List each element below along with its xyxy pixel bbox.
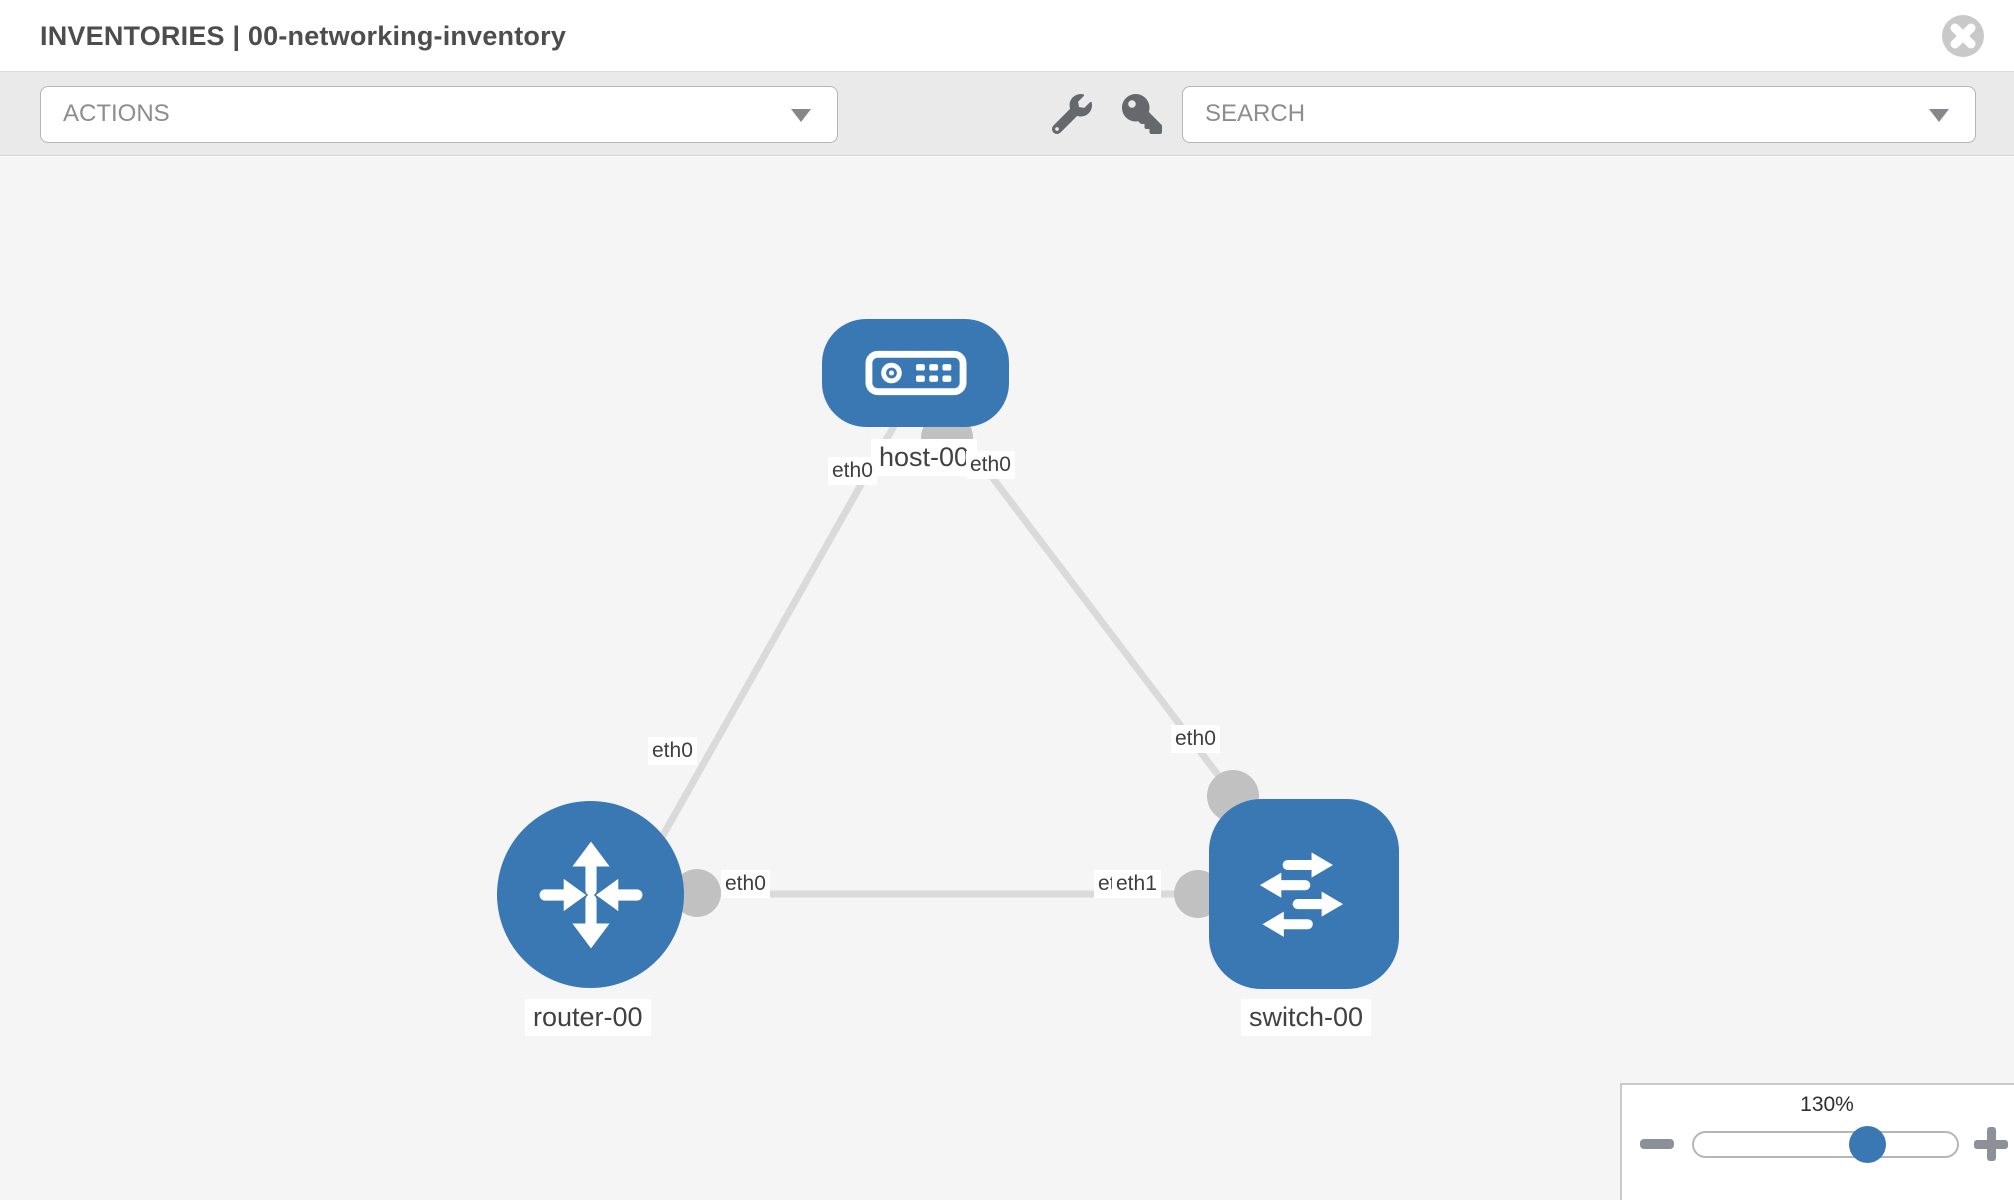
- wrench-icon: [1051, 94, 1092, 135]
- node-router-00[interactable]: [497, 801, 684, 988]
- node-switch-00[interactable]: [1209, 799, 1399, 989]
- router-icon: [539, 841, 642, 948]
- interface-label: eth0: [721, 870, 770, 898]
- zoom-slider[interactable]: [1692, 1126, 1959, 1163]
- credentials-button[interactable]: [1122, 94, 1162, 134]
- zoom-in-button[interactable]: [1974, 1127, 2008, 1161]
- node-label-switch-00: switch-00: [1241, 999, 1372, 1036]
- switch-icon: [1259, 852, 1344, 937]
- actions-dropdown-value: ACTIONS: [63, 100, 170, 127]
- chevron-down-icon: [1929, 109, 1949, 122]
- toolbar: ACTIONS SEARCH: [0, 72, 2014, 156]
- interface-label: eth0: [828, 457, 877, 485]
- node-label-router-00: router-00: [525, 999, 651, 1036]
- links-layer: [590, 412, 1310, 918]
- search-dropdown[interactable]: SEARCH: [1182, 86, 1976, 143]
- chevron-down-icon: [791, 109, 811, 122]
- node-label-host-00: host-00: [871, 439, 978, 476]
- actions-dropdown[interactable]: ACTIONS: [40, 86, 838, 143]
- adhoc-commands-button[interactable]: [1051, 94, 1092, 135]
- zoom-control-panel: 130%: [1620, 1083, 2014, 1200]
- plus-icon: [1987, 1127, 1996, 1161]
- interface-circle-router[interactable]: [673, 869, 721, 917]
- host-icon: [864, 350, 967, 396]
- key-icon: [1122, 94, 1162, 134]
- page-title: INVENTORIES | 00-networking-inventory: [40, 21, 567, 51]
- topology-canvas[interactable]: host-00 router-00 switch-00 eth0 eth0 et…: [0, 157, 2014, 1200]
- interface-label: eth1: [1112, 870, 1161, 898]
- interface-label: eth0: [966, 451, 1015, 479]
- link-host-router[interactable]: [614, 417, 902, 917]
- node-host-00[interactable]: [822, 319, 1009, 427]
- zoom-level-value: 130%: [1800, 1093, 1854, 1116]
- close-button[interactable]: [1940, 13, 1986, 59]
- zoom-slider-thumb[interactable]: [1849, 1126, 1886, 1163]
- link-host-switch[interactable]: [945, 416, 1265, 836]
- interface-label: eth0: [648, 737, 697, 765]
- window-header: INVENTORIES | 00-networking-inventory: [0, 0, 2014, 72]
- zoom-out-button[interactable]: [1640, 1139, 1674, 1149]
- times-circle-icon: [1942, 15, 1984, 57]
- interface-label: eth0: [1171, 725, 1220, 753]
- search-dropdown-value: SEARCH: [1205, 100, 1306, 127]
